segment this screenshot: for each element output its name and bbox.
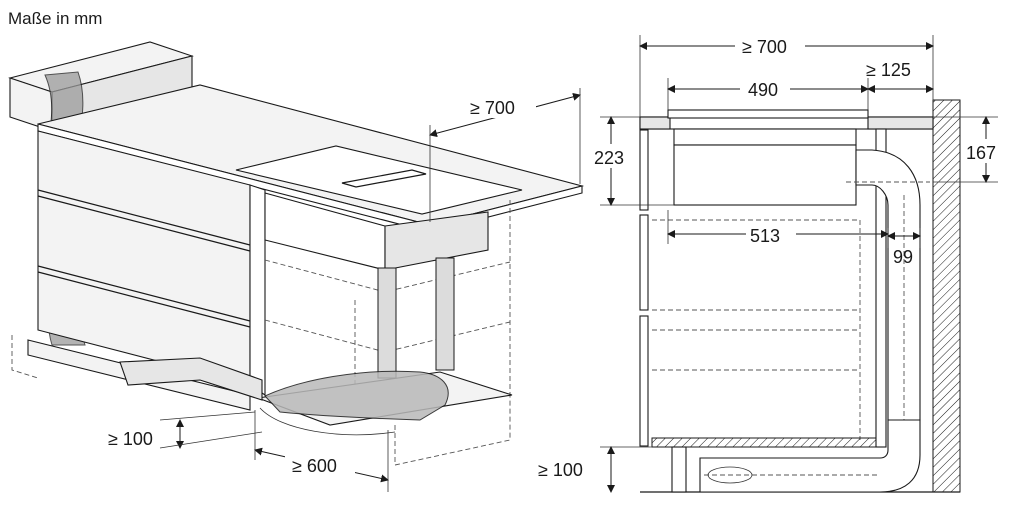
front-panel-1 — [639, 129, 649, 211]
worktop-front-lip — [639, 116, 671, 130]
unit-body-side — [384, 211, 489, 271]
left-dimensions: ≥ 700 ≥ 100 ≥ 600 — [108, 88, 581, 492]
dim-513-bg — [746, 222, 796, 246]
dim-r700-bg — [735, 33, 805, 57]
floor-duct-curve — [264, 370, 449, 421]
front-panel-2 — [639, 214, 649, 311]
left-width-label: ≥ 600 — [292, 456, 337, 476]
hob-section — [667, 109, 869, 119]
hob-vent-slot — [341, 169, 427, 188]
diagram-title: Maße in mm — [8, 9, 102, 28]
vertical-duct — [855, 149, 921, 421]
front-panel-3 — [639, 315, 649, 447]
dim-223-bg — [592, 144, 634, 168]
plinth-foot — [671, 446, 687, 493]
cabinet-back-panel — [875, 128, 887, 448]
right-wall-gap-label: ≥ 125 — [866, 60, 911, 80]
right-depth-label: ≥ 700 — [742, 37, 787, 57]
worktop-back — [867, 116, 934, 130]
right-height-223-label: 223 — [594, 148, 624, 168]
left-depth-label: ≥ 700 — [470, 98, 515, 118]
drawer-line-1 — [37, 189, 251, 246]
left-plinth-label: ≥ 100 — [108, 429, 153, 449]
right-plinth-label: ≥ 100 — [538, 460, 583, 480]
dim-167-bg — [962, 139, 1006, 163]
right-cutout-513-label: 513 — [750, 226, 780, 246]
wall-hatch — [932, 99, 961, 493]
dim-depth-bg — [458, 94, 536, 118]
drawer-line-4 — [37, 271, 251, 328]
dim-plinth-ext-1 — [159, 411, 256, 421]
plinth-duct-oval — [707, 466, 753, 484]
hidden-line-5 — [11, 335, 39, 379]
right-height-167-label: 167 — [966, 143, 996, 163]
plinth-duct-segment — [119, 357, 263, 401]
right-hob-width-label: 490 — [748, 80, 778, 100]
plinth-duct — [699, 419, 921, 493]
dim-width-bg — [285, 452, 355, 476]
drawer-line-2 — [37, 195, 251, 252]
bottom-shelf — [651, 437, 877, 448]
right-section-view — [639, 99, 961, 493]
plinth-curve-edge — [259, 407, 396, 436]
right-dimensions: ≥ 700 490 ≥ 125 223 167 513 99 — [538, 33, 1006, 493]
vertical-duct-right — [435, 257, 455, 371]
hob-unit-body — [673, 144, 857, 206]
dim-490-bg — [740, 76, 790, 100]
drawer-line-3 — [37, 265, 251, 322]
vertical-duct-left — [377, 267, 397, 379]
cabinet-side-panel — [249, 184, 266, 397]
hidden-line-6 — [394, 395, 511, 466]
hob-unit-top — [673, 128, 857, 146]
left-isometric-view — [8, 41, 585, 466]
right-duct-99-label: 99 — [893, 247, 913, 267]
dim-plinth-ext-2 — [159, 431, 263, 449]
